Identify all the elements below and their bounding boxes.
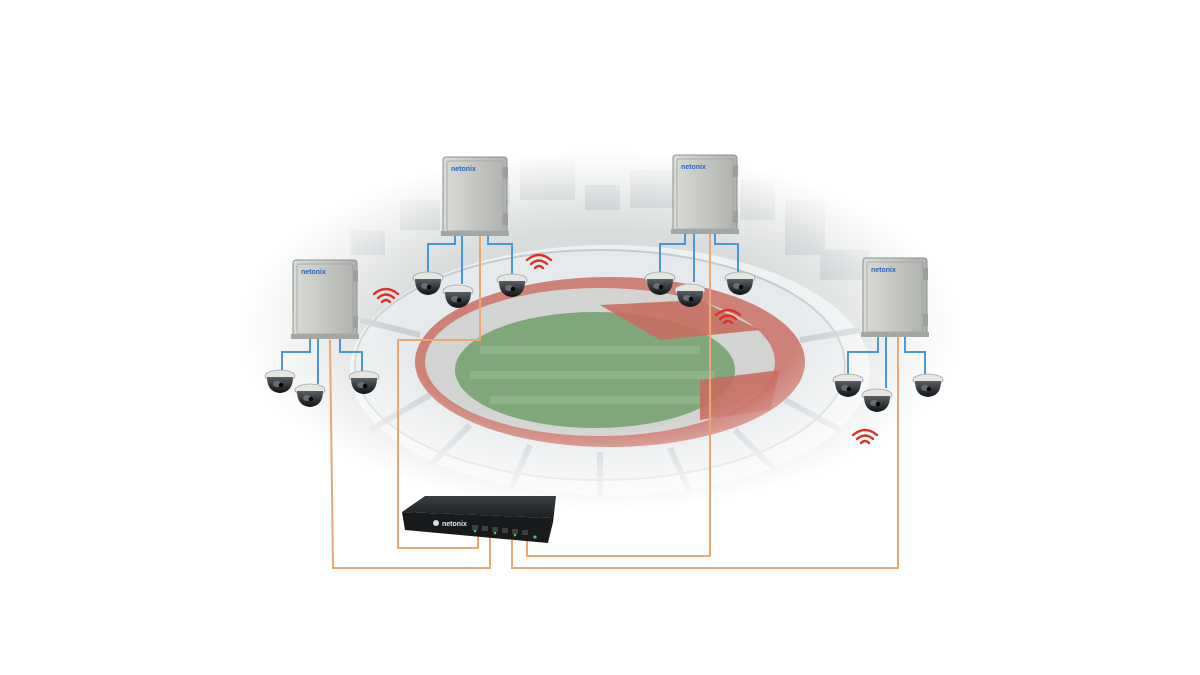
enclosure-logo: netonix (451, 166, 476, 173)
switch-logo: netonix (442, 521, 467, 528)
enclosure-logo: netonix (871, 267, 896, 274)
rack-switch-icon: netonix (402, 496, 556, 543)
outdoor-enclosure-icon: netonix (670, 154, 740, 235)
trunk-cables (329, 228, 899, 569)
enclosure-logo: netonix (301, 269, 326, 276)
outdoor-enclosure-icon: netonix (290, 259, 360, 340)
camera-drop-cables (281, 232, 926, 388)
enclosure-logo: netonix (681, 164, 706, 171)
outdoor-enclosure-icon: netonix (860, 257, 930, 338)
outdoor-enclosure-icon: netonix (440, 156, 510, 237)
switch-ports (472, 525, 528, 535)
